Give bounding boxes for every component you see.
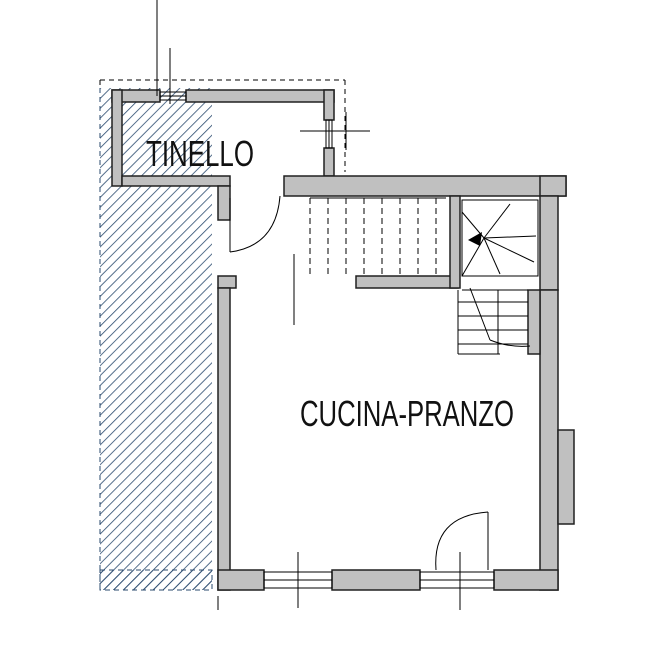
door-swings — [229, 195, 531, 571]
stair-direction-arrow — [468, 232, 482, 246]
main-stair — [309, 197, 446, 276]
room-label-tinello: TINELLO — [146, 133, 254, 174]
windows — [159, 91, 495, 589]
walls — [111, 89, 575, 591]
construction-lines — [156, 0, 461, 610]
room-label-cucina-pranzo: CUCINA-PRANZO — [300, 393, 514, 434]
spiral-stair — [457, 199, 539, 355]
dashed-boundary — [99, 79, 346, 172]
